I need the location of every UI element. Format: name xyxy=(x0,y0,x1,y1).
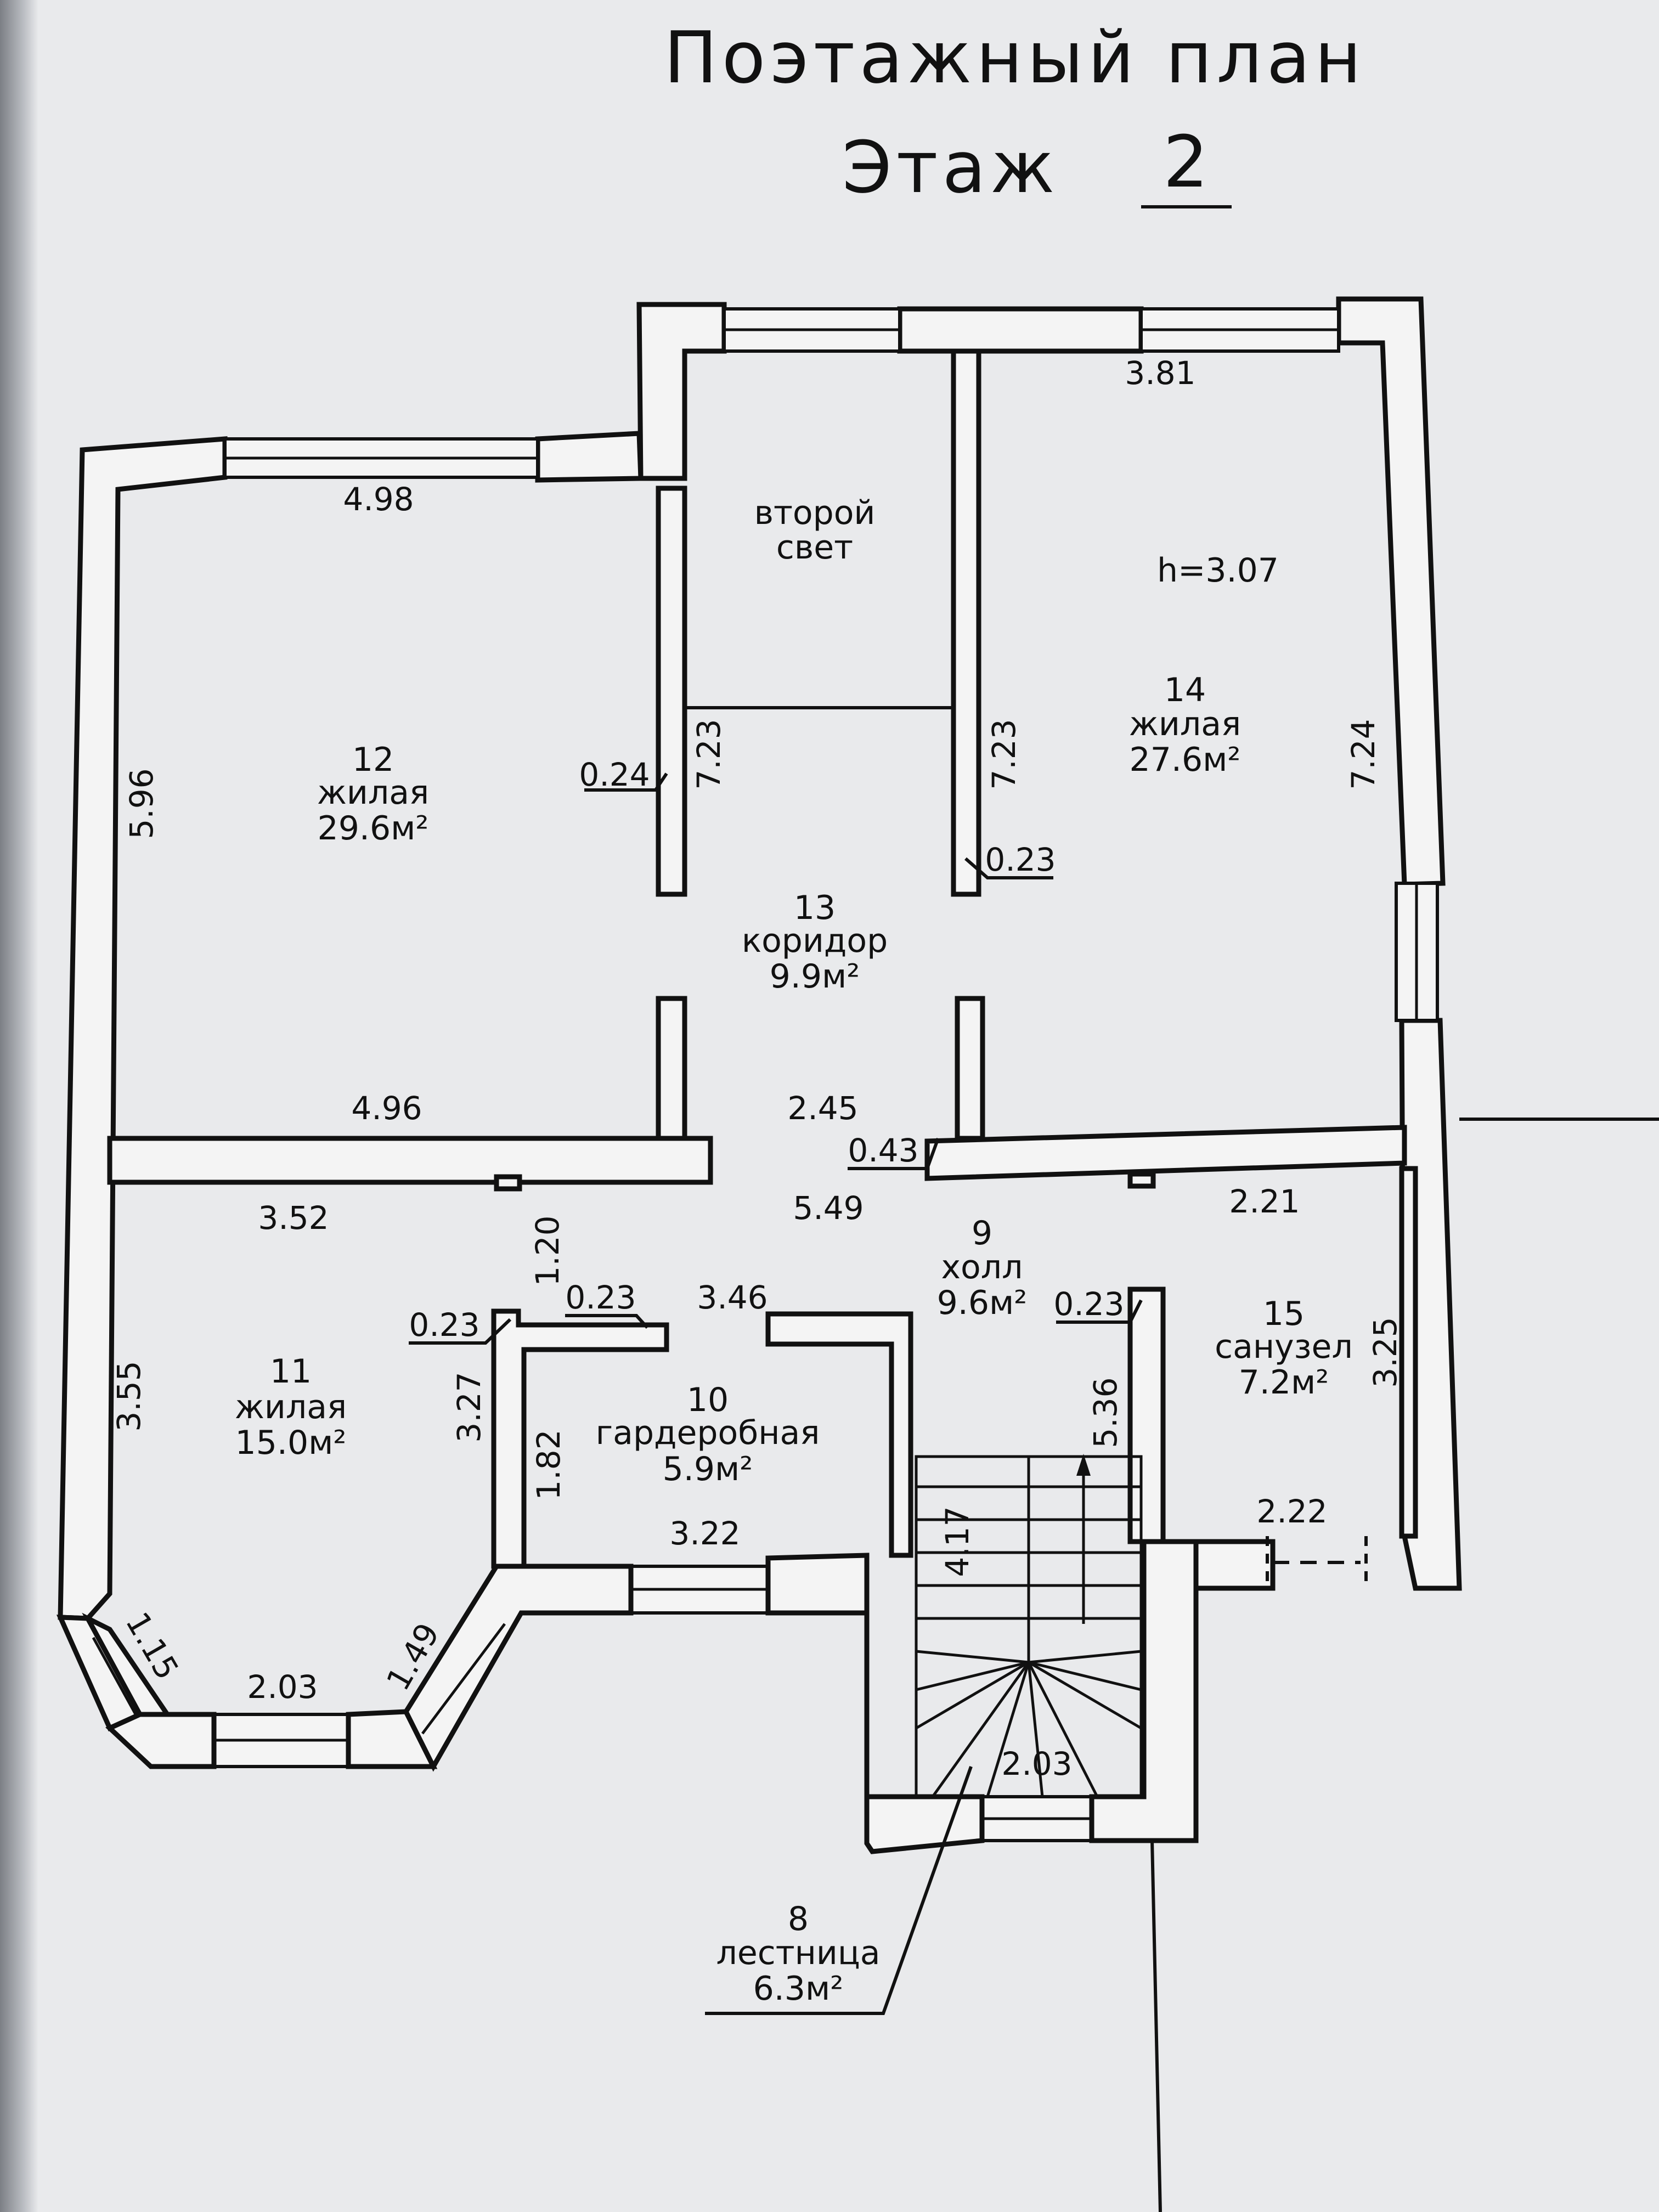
room-15-number: 15 xyxy=(1263,1295,1305,1333)
dim-1-20: 1.20 xyxy=(529,1215,566,1286)
wall-upper-left xyxy=(636,302,727,481)
wall-12-13-upper xyxy=(656,486,687,897)
wall-notch-2 xyxy=(1127,1171,1156,1189)
dim-3-55: 3.55 xyxy=(110,1361,148,1431)
wall-left xyxy=(58,436,228,1621)
room-10-name: гардеробная xyxy=(596,1414,820,1452)
dim-3-22: 3.22 xyxy=(669,1515,740,1552)
dim-2-03-stair: 2.03 xyxy=(1001,1745,1072,1782)
wall-top-right xyxy=(1336,296,1446,887)
dim-5-36: 5.36 xyxy=(1087,1377,1124,1448)
room-12-area: 29.6м² xyxy=(318,809,429,848)
room-14-height: h=3.07 xyxy=(1157,551,1279,590)
bay-walls xyxy=(56,1564,634,1772)
room-9-area: 9.6м² xyxy=(937,1284,1028,1322)
room-9-name: холл xyxy=(941,1248,1023,1286)
dim-7-24: 7.24 xyxy=(1345,719,1382,789)
floor-label: Этаж xyxy=(842,126,1059,209)
room-12-name: жилая xyxy=(317,774,429,812)
wall-11-12 xyxy=(107,1136,713,1185)
room-15-name: санузел xyxy=(1215,1328,1353,1366)
page-edge-shadow xyxy=(0,0,38,2212)
room-8-area: 6.3м² xyxy=(753,1970,844,2008)
room-11-number: 11 xyxy=(270,1352,312,1391)
windows xyxy=(212,307,1439,1842)
dim-2-22: 2.22 xyxy=(1256,1493,1327,1530)
room-8-name: лестница xyxy=(716,1934,880,1972)
dim-0-23-right: 0.23 xyxy=(1053,1285,1124,1323)
room-10-area: 5.9м² xyxy=(663,1450,753,1488)
room-9-number: 9 xyxy=(972,1214,992,1252)
second-light-line1: второй xyxy=(754,494,876,532)
room-13-area: 9.9м² xyxy=(770,957,860,996)
dim-1-82: 1.82 xyxy=(530,1429,567,1500)
room-15-area: 7.2м² xyxy=(1239,1363,1329,1402)
wall-bath-right xyxy=(1399,1166,1418,1539)
dim-2-45: 2.45 xyxy=(787,1090,858,1127)
bay-wall-right xyxy=(403,1564,634,1772)
room-14-area: 27.6м² xyxy=(1130,741,1241,779)
floor-number: 2 xyxy=(1163,120,1213,204)
room-13-name: коридор xyxy=(742,922,888,960)
dim-0-24: 0.24 xyxy=(579,756,650,793)
bath-door-dashes xyxy=(1266,1536,1368,1588)
dim-0-43: 0.43 xyxy=(848,1132,918,1169)
wall-14-9 xyxy=(924,1125,1407,1181)
plan-title: Поэтажный план xyxy=(664,16,1365,99)
stair-enclosure xyxy=(765,1454,1199,1854)
wall-notch-1 xyxy=(494,1174,522,1192)
stair-wall-right xyxy=(1089,1539,1199,1843)
dim-7-23-left: 7.23 xyxy=(690,719,727,789)
ref-line-vertical xyxy=(1150,1840,1162,2212)
room-14-number: 14 xyxy=(1164,671,1206,709)
dim-3-52: 3.52 xyxy=(258,1199,329,1237)
dim-3-25: 3.25 xyxy=(1367,1317,1404,1387)
wall-13-14-lower xyxy=(955,996,985,1141)
interior-walls xyxy=(107,348,1418,1569)
dim-5-96: 5.96 xyxy=(123,768,160,839)
room-14-name: жилая xyxy=(1129,705,1241,743)
bay-wall-bottom-left xyxy=(105,1712,217,1769)
leader-lines xyxy=(409,772,1143,2015)
room-10-number: 10 xyxy=(687,1381,729,1419)
wall-13-14-upper xyxy=(951,348,981,897)
dim-0-23-left: 0.23 xyxy=(409,1306,479,1344)
room-13-number: 13 xyxy=(794,889,836,927)
dim-4-96: 4.96 xyxy=(351,1090,422,1127)
dim-4-98: 4.98 xyxy=(343,481,414,518)
room-8-number: 8 xyxy=(788,1900,809,1938)
room-11-area: 15.0м² xyxy=(235,1424,347,1462)
wall-top-mid xyxy=(897,306,1144,354)
dim-3-27: 3.27 xyxy=(450,1372,488,1442)
dim-3-46: 3.46 xyxy=(697,1279,768,1316)
stair-wall-left xyxy=(765,1553,985,1854)
dim-0-23-upper: 0.23 xyxy=(985,841,1056,878)
dim-3-81: 3.81 xyxy=(1125,354,1195,392)
dim-2-03-bay: 2.03 xyxy=(247,1668,318,1706)
dim-4-17: 4.17 xyxy=(939,1506,976,1577)
room-11-name: жилая xyxy=(235,1388,347,1426)
room-labels: второй свет h=3.07 12 жилая 29.6м² 14 жи… xyxy=(235,494,1353,2008)
wall-top-12-right xyxy=(535,431,644,483)
dim-5-49: 5.49 xyxy=(793,1189,864,1227)
wall-12-13-lower xyxy=(656,996,687,1141)
dim-2-21: 2.21 xyxy=(1229,1183,1300,1220)
room-12-number: 12 xyxy=(352,741,394,779)
wall-hall-bath xyxy=(1127,1286,1166,1544)
dim-7-23-right: 7.23 xyxy=(985,719,1023,789)
dim-0-23-wardrobe: 0.23 xyxy=(565,1279,636,1316)
wall-wardrobe-right xyxy=(765,1311,913,1558)
second-light-line2: свет xyxy=(776,528,853,567)
